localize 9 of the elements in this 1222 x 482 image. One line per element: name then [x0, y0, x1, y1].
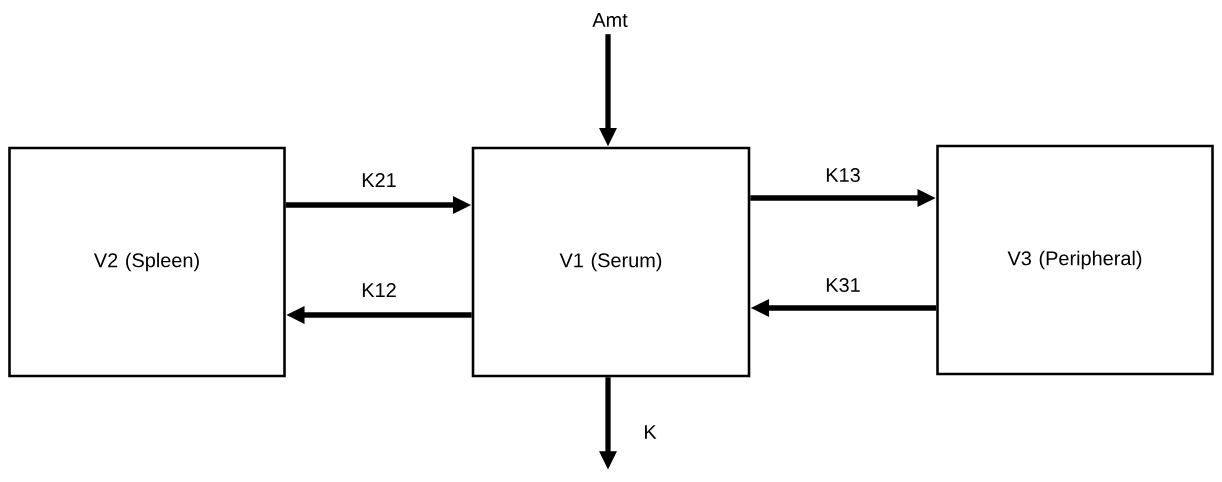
edge-label: K31 [824, 276, 862, 294]
compartment-box: V2 (Spleen) [8, 146, 286, 378]
edge-label: K21 [360, 171, 398, 189]
input-label: Amt [592, 13, 628, 27]
edge-label: K12 [360, 281, 398, 299]
edge-label: K [642, 424, 658, 440]
edge-label: K13 [824, 166, 862, 184]
compartment-box: V1 (Serum) [471, 146, 751, 378]
compartment-box: V3 (Peripheral) [936, 144, 1214, 376]
